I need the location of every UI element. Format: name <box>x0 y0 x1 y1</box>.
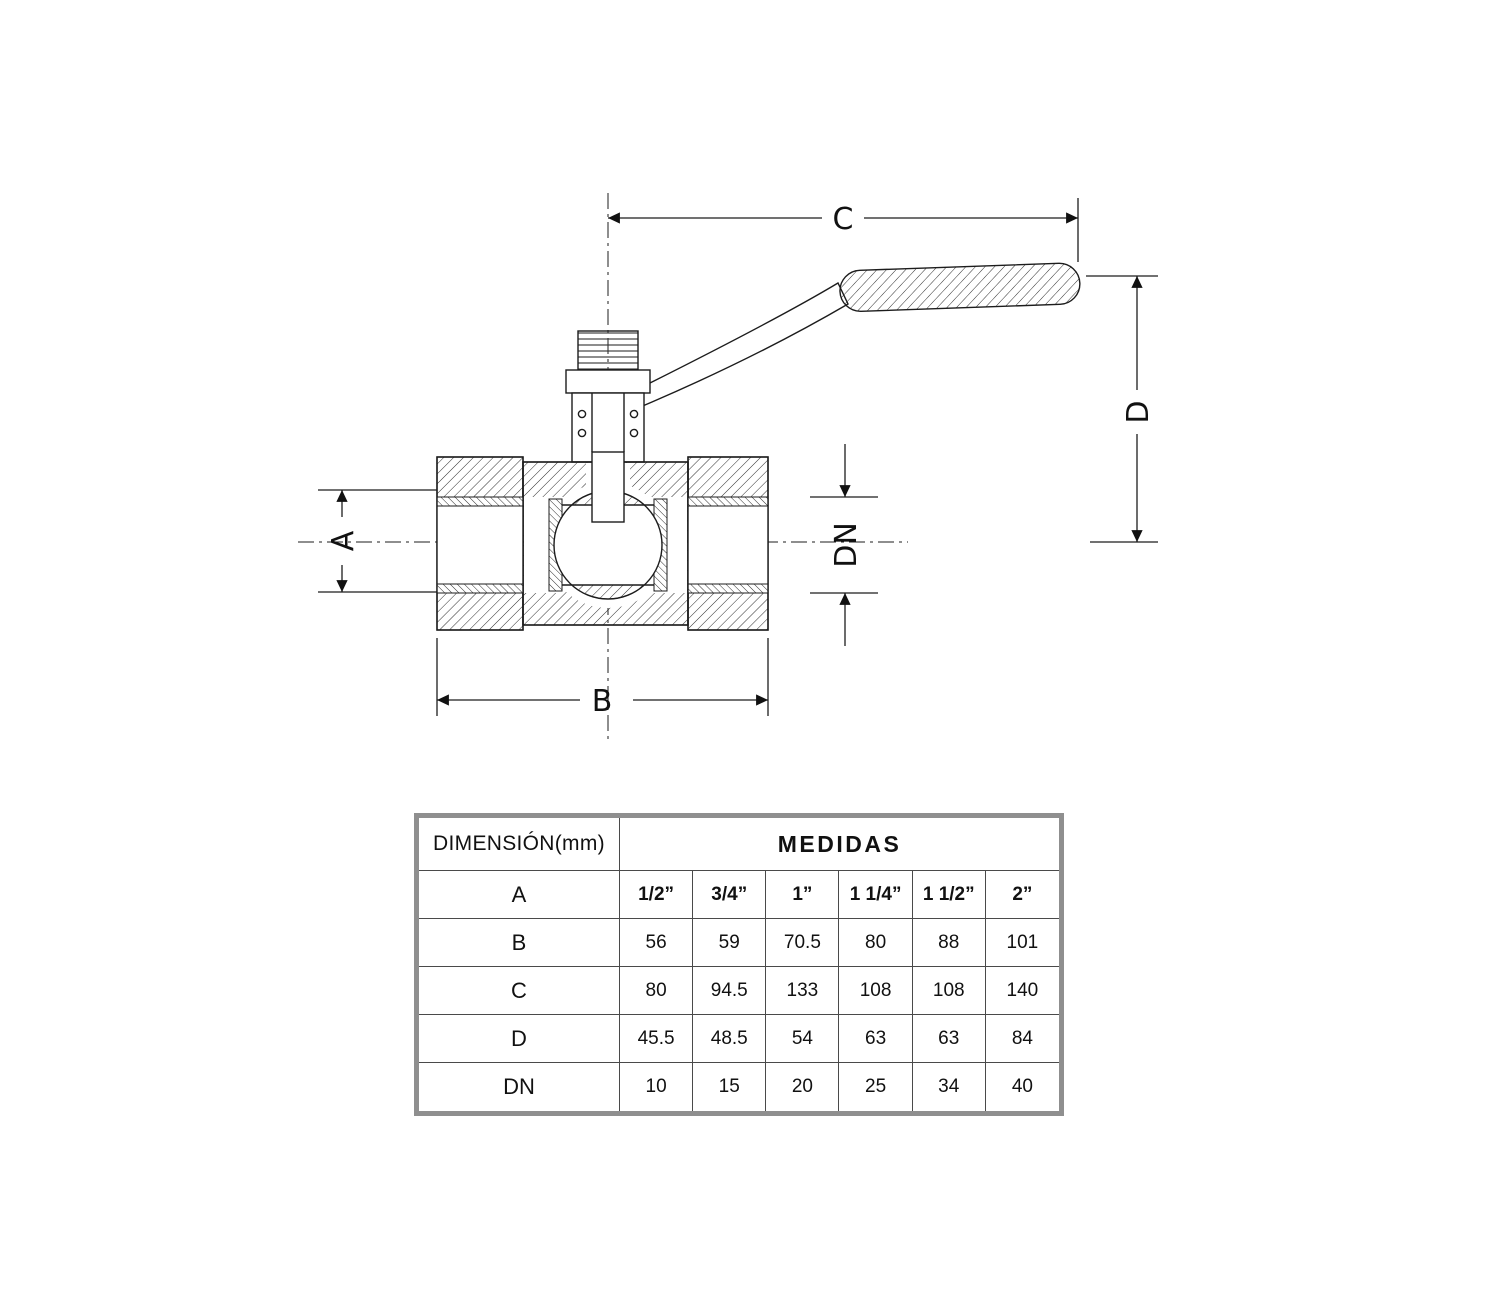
right-port <box>687 456 769 631</box>
table-cell: 15 <box>693 1063 767 1111</box>
dimension-unit-header: DIMENSIÓN(mm) <box>419 818 620 871</box>
table-cell: 108 <box>912 967 986 1015</box>
table-cell: 80 <box>620 967 694 1015</box>
medidas-header: MEDIDAS <box>620 818 1059 871</box>
table-row: B 56 59 70.5 80 88 101 <box>419 919 1059 967</box>
table-row: C 80 94.5 133 108 108 140 <box>419 967 1059 1015</box>
table-cell: 101 <box>985 919 1059 967</box>
table-cell: 80 <box>839 919 913 967</box>
table-cell: 1/2” <box>620 871 694 919</box>
row-label: DN <box>419 1063 620 1111</box>
table-cell: 45.5 <box>620 1015 694 1063</box>
table-cell: 63 <box>912 1015 986 1063</box>
valve-body <box>522 451 689 626</box>
table-cell: 59 <box>693 919 767 967</box>
table-cell: 2” <box>985 871 1059 919</box>
table-cell: 133 <box>766 967 840 1015</box>
row-label: B <box>419 919 620 967</box>
table-cell: 88 <box>912 919 986 967</box>
dim-label-b: B <box>592 684 613 719</box>
dim-label-dn: DN <box>829 522 864 568</box>
dim-label-a: A <box>326 530 361 551</box>
valve-stem <box>565 330 651 463</box>
dimension-labels: C D A DN B <box>326 202 1156 719</box>
table-cell: 140 <box>985 967 1059 1015</box>
table-cell: 48.5 <box>693 1015 767 1063</box>
dimensions-table: DIMENSIÓN(mm) MEDIDAS A 1/2” 3/4” 1” 1 1… <box>414 813 1064 1116</box>
table-cell: 20 <box>766 1063 840 1111</box>
table-cell: 25 <box>839 1063 913 1111</box>
table-cell: 34 <box>913 1063 986 1111</box>
table-row: DN 10 15 20 25 34 40 <box>419 1063 1059 1111</box>
table-cell: 1 1/2” <box>912 871 986 919</box>
table-cell: 94.5 <box>693 967 767 1015</box>
table-cell: 84 <box>985 1015 1059 1063</box>
row-label: C <box>419 967 620 1015</box>
table-row: D 45.5 48.5 54 63 63 84 <box>419 1015 1059 1063</box>
table-cell: 63 <box>839 1015 913 1063</box>
valve-handle <box>615 262 1081 415</box>
table-header-row: DIMENSIÓN(mm) MEDIDAS <box>419 818 1059 871</box>
table-cell: 56 <box>620 919 694 967</box>
table-cell: 108 <box>839 967 913 1015</box>
row-label: A <box>419 871 620 919</box>
table-cell: 10 <box>620 1063 694 1111</box>
table-cell: 1 1/4” <box>839 871 913 919</box>
table-cell: 40 <box>1011 1076 1033 1097</box>
dimension-lines <box>318 198 1158 716</box>
left-port <box>436 456 524 631</box>
table-cell: 3/4” <box>693 871 767 919</box>
table-row: A 1/2” 3/4” 1” 1 1/4” 1 1/2” 2” <box>419 871 1059 919</box>
dim-label-d: D <box>1121 400 1156 423</box>
table-cell: 70.5 <box>766 919 840 967</box>
row-label: D <box>419 1015 620 1063</box>
table-cell: 54 <box>766 1015 840 1063</box>
dim-label-c: C <box>833 202 854 237</box>
table-cell: 1” <box>766 871 840 919</box>
